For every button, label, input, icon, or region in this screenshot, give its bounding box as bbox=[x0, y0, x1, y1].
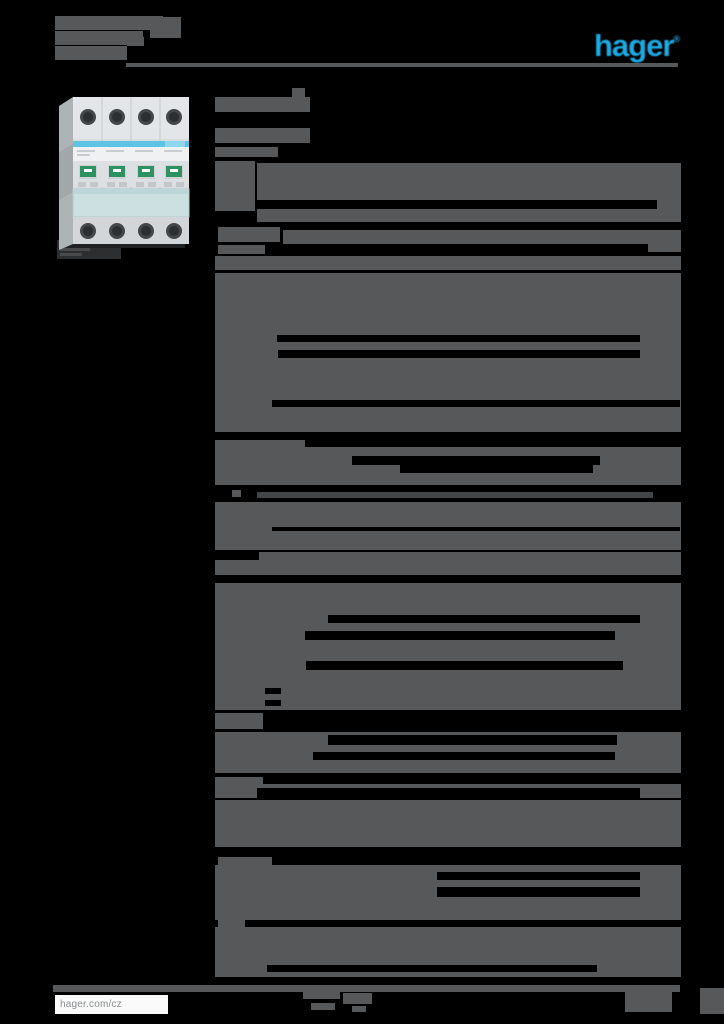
redaction-gap bbox=[437, 872, 640, 880]
redacted-text-bar bbox=[55, 16, 163, 30]
green-toggles bbox=[79, 165, 183, 179]
redacted-text-bar bbox=[215, 800, 681, 847]
redacted-text-bar bbox=[303, 990, 340, 999]
redaction-gap bbox=[328, 735, 617, 745]
redacted-text-bar bbox=[215, 777, 263, 787]
redaction-gap bbox=[352, 456, 600, 465]
registered-trademark-icon: ® bbox=[673, 34, 681, 44]
redacted-text-bar bbox=[257, 163, 681, 200]
redacted-text-bar bbox=[215, 502, 681, 550]
redacted-text-bar bbox=[311, 1003, 335, 1010]
redaction-gap bbox=[215, 552, 259, 560]
redacted-text-bar bbox=[215, 552, 681, 575]
bottom-terminal-screws bbox=[80, 223, 182, 239]
redacted-text-bar bbox=[257, 492, 653, 498]
redacted-text-bar bbox=[150, 17, 181, 38]
redacted-text-bar bbox=[232, 490, 241, 497]
redacted-text-bar bbox=[257, 209, 681, 222]
redacted-text-bar bbox=[215, 256, 681, 270]
redacted-text-bar bbox=[215, 128, 310, 143]
redacted-text-bar bbox=[215, 161, 255, 211]
redaction-gap bbox=[328, 615, 640, 623]
redacted-text-bar bbox=[55, 31, 143, 45]
redacted-text-bar bbox=[60, 253, 82, 256]
redacted-text-bar bbox=[700, 988, 724, 1014]
product-photo bbox=[57, 92, 191, 250]
redaction-gap bbox=[305, 631, 615, 640]
redaction-gap bbox=[257, 788, 640, 798]
redacted-text-bar bbox=[218, 227, 280, 242]
redaction-gap bbox=[267, 965, 597, 972]
redaction-gap bbox=[265, 688, 281, 694]
redaction-gap bbox=[272, 400, 680, 407]
redacted-text-bar bbox=[215, 440, 305, 447]
redaction-gap bbox=[437, 887, 640, 897]
redacted-text-bar bbox=[343, 993, 372, 1004]
redacted-text-bar bbox=[648, 243, 681, 252]
redacted-text-bar bbox=[55, 46, 127, 60]
redaction-gap bbox=[400, 465, 593, 473]
redacted-text-bar bbox=[60, 248, 90, 251]
redacted-text-bar bbox=[127, 37, 144, 46]
redacted-text-bar bbox=[625, 992, 672, 1012]
redacted-text-bar bbox=[215, 713, 263, 729]
redacted-text-bar bbox=[215, 147, 278, 157]
top-terminal-screws bbox=[80, 109, 182, 125]
redaction-gap bbox=[265, 700, 281, 706]
redaction-gap bbox=[278, 350, 640, 358]
hager-logo-text: hager bbox=[594, 28, 674, 63]
redacted-text-bar bbox=[218, 857, 272, 865]
redacted-text-bar bbox=[215, 583, 681, 710]
redaction-gap bbox=[277, 335, 640, 342]
redaction-gap bbox=[306, 661, 623, 670]
redaction-gap bbox=[272, 527, 680, 531]
redacted-text-bar bbox=[352, 1006, 366, 1012]
redacted-text-bar bbox=[283, 230, 681, 244]
redacted-text-bar bbox=[218, 920, 245, 927]
redacted-text-bar bbox=[292, 88, 305, 97]
redacted-text-bar bbox=[126, 63, 678, 67]
redaction-gap bbox=[313, 752, 615, 760]
footer-website-link[interactable]: hager.com/cz bbox=[55, 995, 168, 1014]
hager-logo: hager® bbox=[594, 22, 684, 63]
redacted-text-bar bbox=[657, 200, 681, 210]
modular-switch-illustration bbox=[59, 97, 190, 250]
redacted-text-bar bbox=[53, 985, 680, 992]
redacted-text-bar bbox=[215, 97, 310, 112]
redacted-text-bar bbox=[218, 245, 265, 254]
